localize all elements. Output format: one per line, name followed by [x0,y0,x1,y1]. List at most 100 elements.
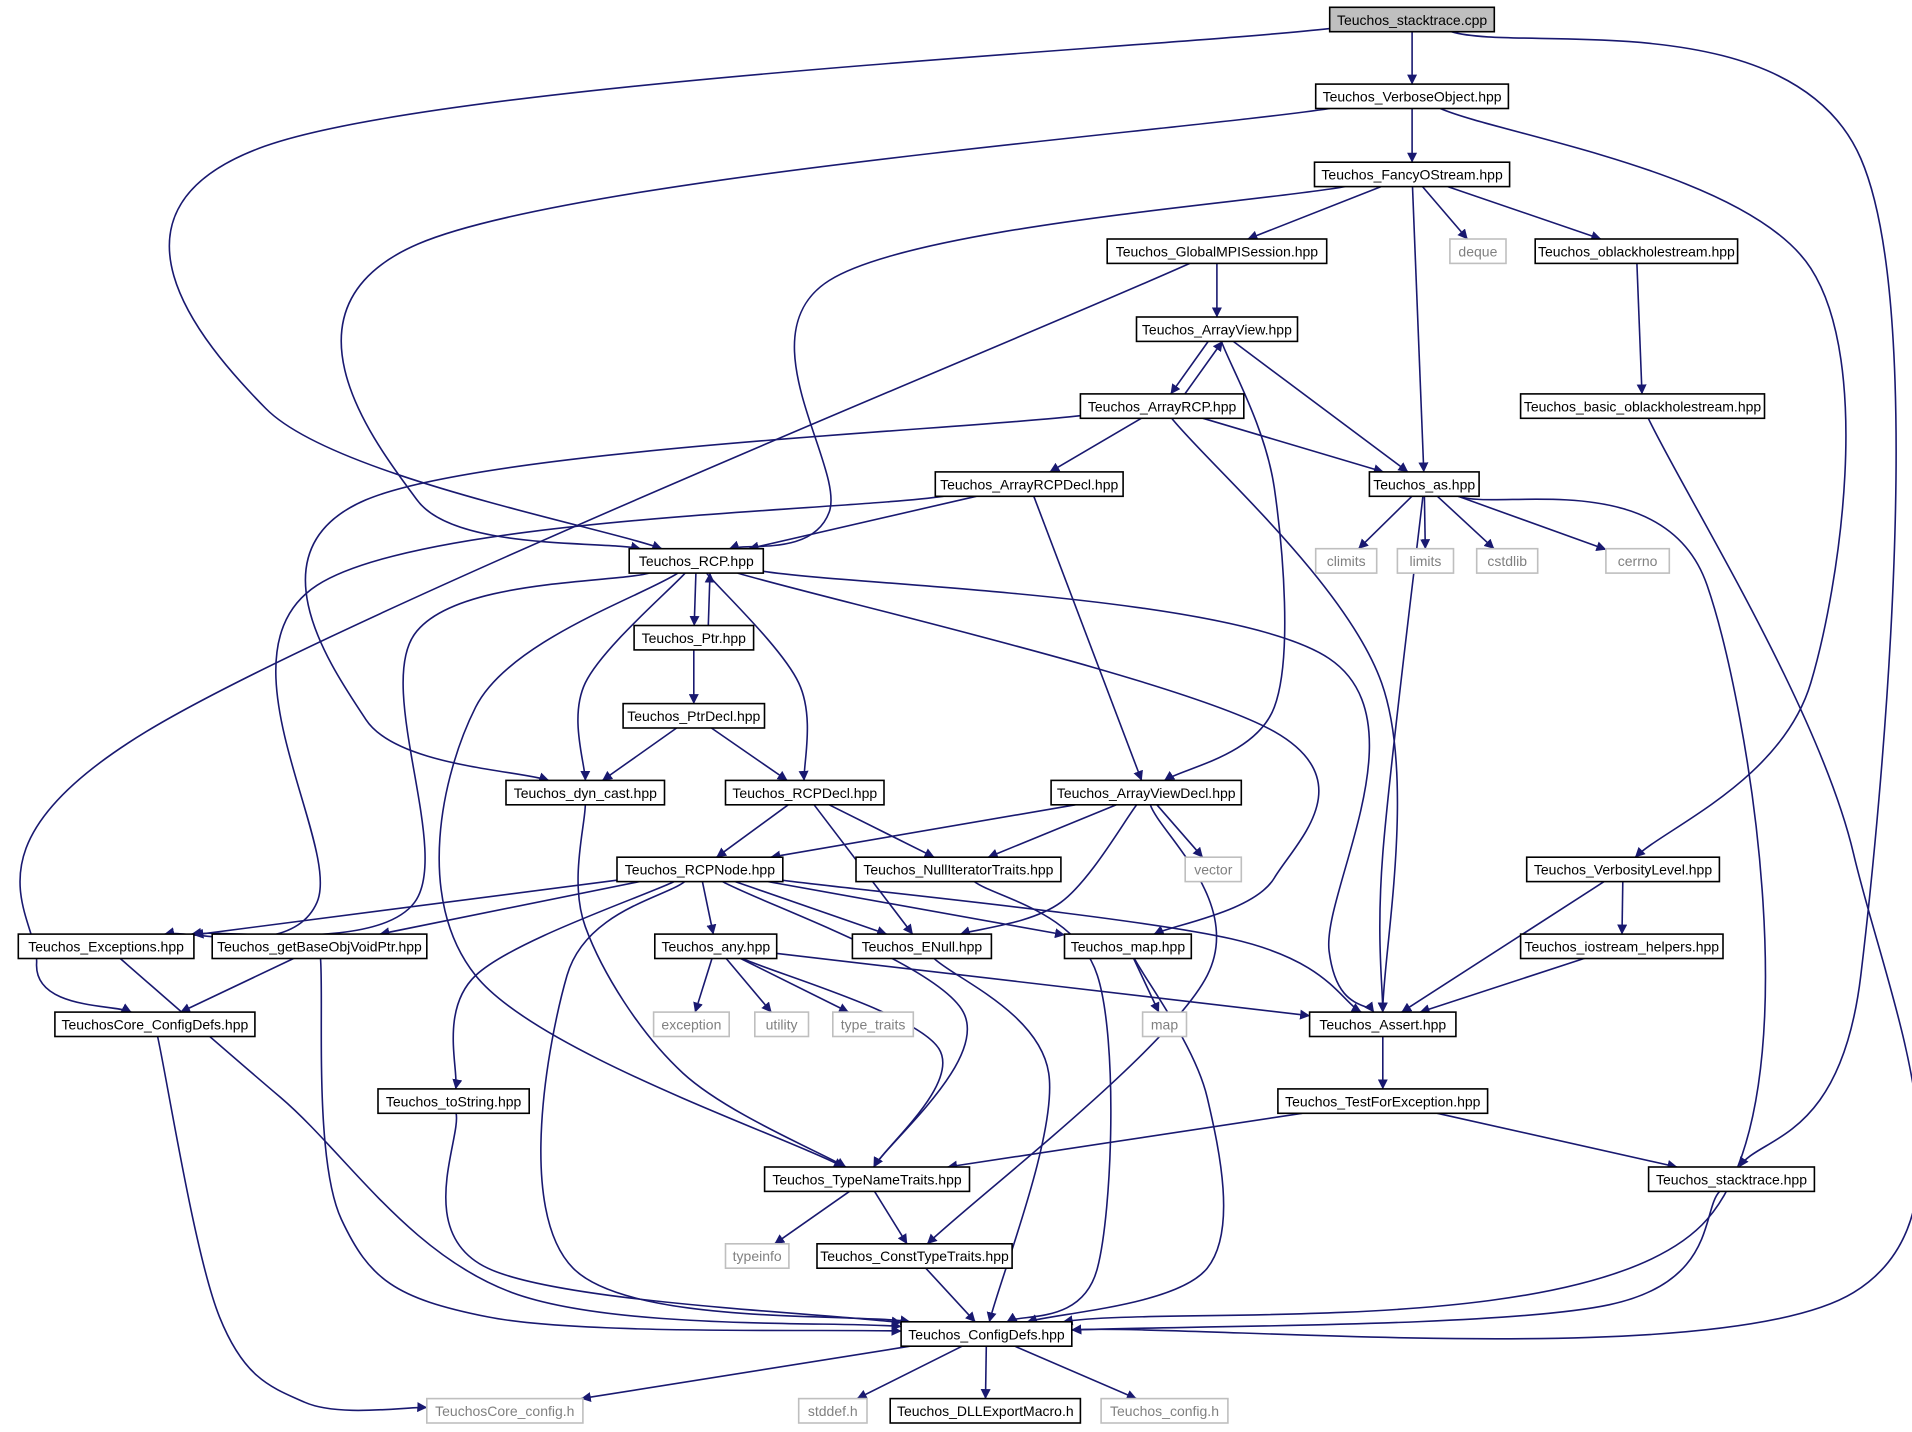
edge-verbositylevel-to-iostream_helpers [1617,881,1628,935]
edge-testforexception-to-stacktrace_hpp [1437,1112,1678,1170]
node-stacktrace-cpp[interactable]: Teuchos_stacktrace.cpp [1328,6,1496,33]
node-rcpdecl[interactable]: Teuchos_RCPDecl.hpp [724,779,885,806]
node-arrayrcpdecl[interactable]: Teuchos_ArrayRCPDecl.hpp [934,471,1124,498]
node-exceptions[interactable]: Teuchos_Exceptions.hpp [17,933,195,960]
edge-rcp-to-ptr [689,573,700,626]
edge-arrayviewdecl-to-rcpnode [770,804,1076,861]
edge-rcpnode-to-typenametraits [722,880,969,1168]
node-climits: climits [1314,547,1378,574]
edge-oblackholestream-to-basic_oblackholestream [1636,263,1647,395]
edge-rcp-to-assert [763,570,1375,1013]
node-label: Teuchos_ArrayView.hpp [1142,322,1292,338]
node-configdefs[interactable]: Teuchos_ConfigDefs.hpp [900,1321,1073,1348]
file-nodes: Teuchos_stacktrace.cppTeuchos_VerboseObj… [17,6,1816,1424]
node-nulliteratortraits[interactable]: Teuchos_NullIteratorTraits.hpp [855,856,1062,883]
edge-arrayview-to-arrayrcp [1170,340,1209,395]
node-box [505,779,666,806]
node-dyn-cast[interactable]: Teuchos_dyn_cast.hpp [505,779,666,806]
node-label: Teuchos_ArrayRCP.hpp [1088,398,1237,414]
node-box [816,1243,1013,1270]
node-iostream-helpers[interactable]: Teuchos_iostream_helpers.hpp [1519,933,1724,960]
edge-rcpnode-to-map_hpp [767,880,1065,939]
edge-any-to-exception [693,958,713,1013]
node-box [17,933,195,960]
node-label: limits [1410,553,1442,569]
node-label: exception [661,1017,721,1033]
node-box [1135,316,1299,343]
node-stacktrace-hpp[interactable]: Teuchos_stacktrace.hpp [1647,1166,1816,1193]
node-testforexception[interactable]: Teuchos_TestForException.hpp [1277,1088,1489,1115]
node-any[interactable]: Teuchos_any.hpp [653,933,778,960]
edge-globalmpisession-to-core_configdefs [19,262,1191,1013]
edge-rcpnode-to-assert [782,879,1362,1013]
edge-rcpdecl-to-rcpnode [716,804,789,858]
node-label: climits [1327,553,1366,569]
node-label: Teuchos_basic_oblackholestream.hpp [1524,398,1762,414]
node-label: Teuchos_any.hpp [661,939,770,955]
node-ptrdecl[interactable]: Teuchos_PtrDecl.hpp [622,702,766,729]
node-box [377,1088,530,1115]
node-label: Teuchos_GlobalMPISession.hpp [1116,243,1319,259]
node-label: vector [1194,862,1232,878]
node-label: type_traits [841,1017,906,1033]
node-ptr[interactable]: Teuchos_Ptr.hpp [633,624,755,651]
edge-rcpnode-to-configdefs [540,880,911,1326]
node-box [724,779,885,806]
edge-arrayviewdecl-to-nulliteratortraits [987,804,1117,859]
node-tostring[interactable]: Teuchos_toString.hpp [377,1088,530,1115]
node-typenametraits[interactable]: Teuchos_TypeNameTraits.hpp [763,1166,971,1193]
node-getbaseobjvoidptr[interactable]: Teuchos_getBaseObjVoidPtr.hpp [211,933,428,960]
node-label: stddef.h [808,1403,858,1419]
node-box [753,1011,810,1038]
edge-fancyostream-to-as [1411,186,1429,473]
edge-stacktrace_cpp-to-stacktrace_hpp [1451,30,1897,1168]
edge-typenametraits-to-typeinfo [774,1190,851,1245]
edge-rcpnode-to-enull [734,880,888,936]
node-label: Teuchos_config.h [1110,1403,1219,1419]
edge-verboseobject-to-rcp [340,107,1331,552]
node-label: Teuchos_TestForException.hpp [1285,1093,1481,1109]
node-basic-oblackholestream[interactable]: Teuchos_basic_oblackholestream.hpp [1519,393,1766,420]
node-box [1184,856,1243,883]
node-core-configdefs[interactable]: TeuchosCore_ConfigDefs.hpp [54,1011,256,1038]
node-map: map [1141,1011,1188,1038]
node-fancyostream[interactable]: Teuchos_FancyOStream.hpp [1313,161,1511,188]
node-arrayrcp[interactable]: Teuchos_ArrayRCP.hpp [1079,393,1245,420]
node-enull[interactable]: Teuchos_ENull.hpp [851,933,993,960]
node-label: TeuchosCore_config.h [435,1403,574,1419]
edge-arrayrcp-to-arrayrcpdecl [1049,417,1142,473]
node-arrayview[interactable]: Teuchos_ArrayView.hpp [1135,316,1299,343]
node-label: Teuchos_dyn_cast.hpp [514,785,657,801]
node-arrayviewdecl[interactable]: Teuchos_ArrayViewDecl.hpp [1050,779,1243,806]
node-box [889,1397,1082,1424]
edge-fancyostream-to-globalmpisession [1247,185,1382,241]
edge-any-to-assert [776,952,1311,1020]
node-label: Teuchos_stacktrace.hpp [1656,1171,1807,1187]
edge-configdefs-to-dllexportmacro [980,1346,991,1400]
node-consttypetraits[interactable]: Teuchos_ConstTypeTraits.hpp [816,1243,1013,1270]
edge-rcpnode-to-getbaseobjvoidptr [379,880,640,938]
node-map-hpp[interactable]: Teuchos_map.hpp [1063,933,1193,960]
node-label: Teuchos_RCPDecl.hpp [732,785,877,801]
edge-iostream_helpers-to-assert [1419,957,1585,1014]
node-assert[interactable]: Teuchos_Assert.hpp [1308,1011,1457,1038]
node-stddef: stddef.h [797,1397,868,1424]
edge-rcp-to-dyn_cast [577,572,686,781]
edge-any-to-typenametraits [741,957,944,1168]
node-box [1647,1166,1816,1193]
node-exception: exception [652,1011,730,1038]
node-verbositylevel[interactable]: Teuchos_VerbosityLevel.hpp [1525,856,1721,883]
node-verboseobject[interactable]: Teuchos_VerboseObject.hpp [1314,83,1510,110]
node-dllexportmacro[interactable]: Teuchos_DLLExportMacro.h [889,1397,1082,1424]
node-as[interactable]: Teuchos_as.hpp [1368,471,1480,498]
node-globalmpisession[interactable]: Teuchos_GlobalMPISession.hpp [1106,238,1328,265]
node-label: cerrno [1618,553,1658,569]
node-rcp[interactable]: Teuchos_RCP.hpp [628,547,765,574]
node-label: utility [766,1017,798,1033]
node-limits: limits [1396,547,1455,574]
node-box [1141,1011,1188,1038]
edge-fancyostream-to-deque [1421,186,1469,240]
edge-dyn_cast-to-typenametraits [577,804,847,1168]
node-oblackholestream[interactable]: Teuchos_oblackholestream.hpp [1534,238,1739,265]
node-rcpnode[interactable]: Teuchos_RCPNode.hpp [616,856,784,883]
